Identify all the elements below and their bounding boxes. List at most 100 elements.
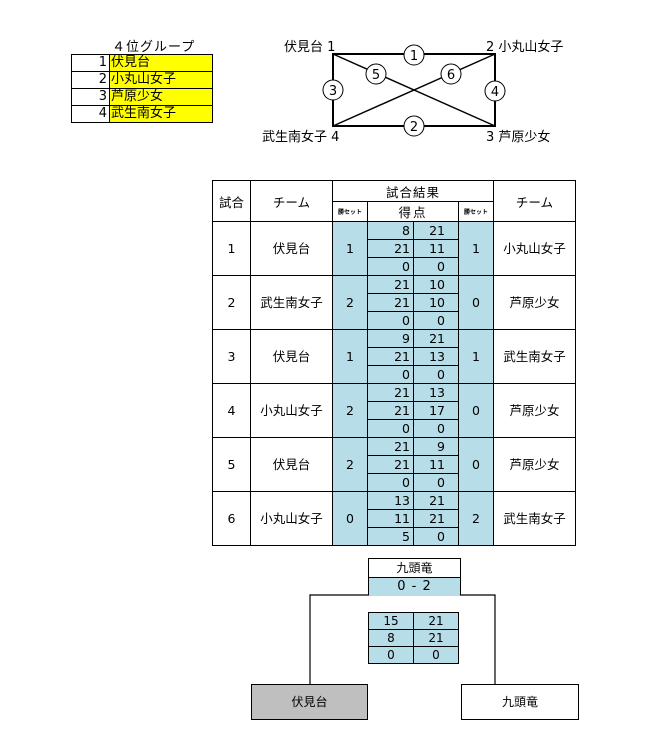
team-number: 2 [71,71,110,89]
team-b-sets-won: 2 [458,491,494,546]
bracket-team-left: 伏見台 [251,684,368,720]
team-b-name: 武生南女子 [493,491,576,546]
svg-text:4: 4 [491,85,499,100]
final-winner-name: 九頭竜 [369,559,460,578]
score-b: 0 [413,257,459,276]
score-b: 13 [413,347,459,366]
header-team-b: チーム [493,180,576,222]
score-b: 10 [413,293,459,312]
team-b-sets-won: 0 [458,383,494,438]
score-a: 21 [367,293,414,312]
match-marker-4: 4 [484,80,506,102]
svg-text:2: 2 [410,120,418,135]
match-number: 5 [212,437,251,492]
svg-text:3: 3 [329,84,337,99]
score-b: 0 [413,311,459,330]
match-marker-3: 3 [322,79,344,101]
round-robin-diagram: 1 2 3 4 5 6 伏見台 1 2 小丸山女子 武生南女子 4 3 芦原少女 [262,39,563,145]
score-a: 0 [367,419,414,438]
corner-label-top-left: 伏見台 1 [284,40,335,55]
svg-text:6: 6 [447,68,455,83]
team-a-sets-won: 1 [332,329,368,384]
team-b-name: 小丸山女子 [493,221,576,276]
match-marker-2: 2 [403,115,425,137]
score-b: 17 [413,401,459,420]
svg-text:5: 5 [372,68,380,83]
final-score-right: 0 [413,646,459,664]
team-name: 武生南女子 [109,105,213,123]
corner-label-bottom-left: 武生南女子 4 [262,129,339,145]
score-b: 0 [413,365,459,384]
score-a: 21 [367,401,414,420]
final-score-left: 0 [368,646,414,664]
final-score-right: 21 [413,629,459,647]
team-b-name: 芦原少女 [493,275,576,330]
score-b: 21 [413,509,459,528]
score-b: 21 [413,221,459,240]
score-a: 0 [367,365,414,384]
team-a-name: 伏見台 [250,221,333,276]
team-b-name: 武生南女子 [493,329,576,384]
match-marker-1: 1 [403,44,425,66]
corner-label-bottom-right: 3 芦原少女 [486,129,550,145]
score-a: 21 [367,437,414,456]
score-a: 21 [367,239,414,258]
team-a-sets-won: 2 [332,383,368,438]
diagram-diagonal [332,53,496,127]
team-a-name: 武生南女子 [250,275,333,330]
team-name: 芦原少女 [109,88,213,106]
score-a: 0 [367,473,414,492]
score-a: 0 [367,311,414,330]
score-b: 0 [413,473,459,492]
score-b: 0 [413,527,459,546]
final-match-score: 0 - 2 [369,578,460,596]
final-score-left: 8 [368,629,414,647]
score-a: 21 [367,383,414,402]
group-title: ４位グループ [112,40,196,55]
team-number: 3 [71,88,110,106]
team-a-name: 伏見台 [250,437,333,492]
team-a-name: 小丸山女子 [250,491,333,546]
team-name: 小丸山女子 [109,71,213,89]
score-b: 10 [413,275,459,294]
svg-text:1: 1 [410,49,418,64]
final-score-right: 21 [413,612,459,630]
header-points: 得点 [367,201,459,222]
bracket-team-right: 九頭竜 [461,684,579,720]
team-a-sets-won: 1 [332,221,368,276]
team-number: 1 [71,54,110,72]
team-b-sets-won: 0 [458,275,494,330]
team-b-sets-won: 1 [458,221,494,276]
score-b: 21 [413,491,459,510]
corner-label-top-right: 2 小丸山女子 [486,39,563,55]
team-a-sets-won: 0 [332,491,368,546]
match-marker-5: 5 [365,63,387,85]
team-a-sets-won: 2 [332,275,368,330]
